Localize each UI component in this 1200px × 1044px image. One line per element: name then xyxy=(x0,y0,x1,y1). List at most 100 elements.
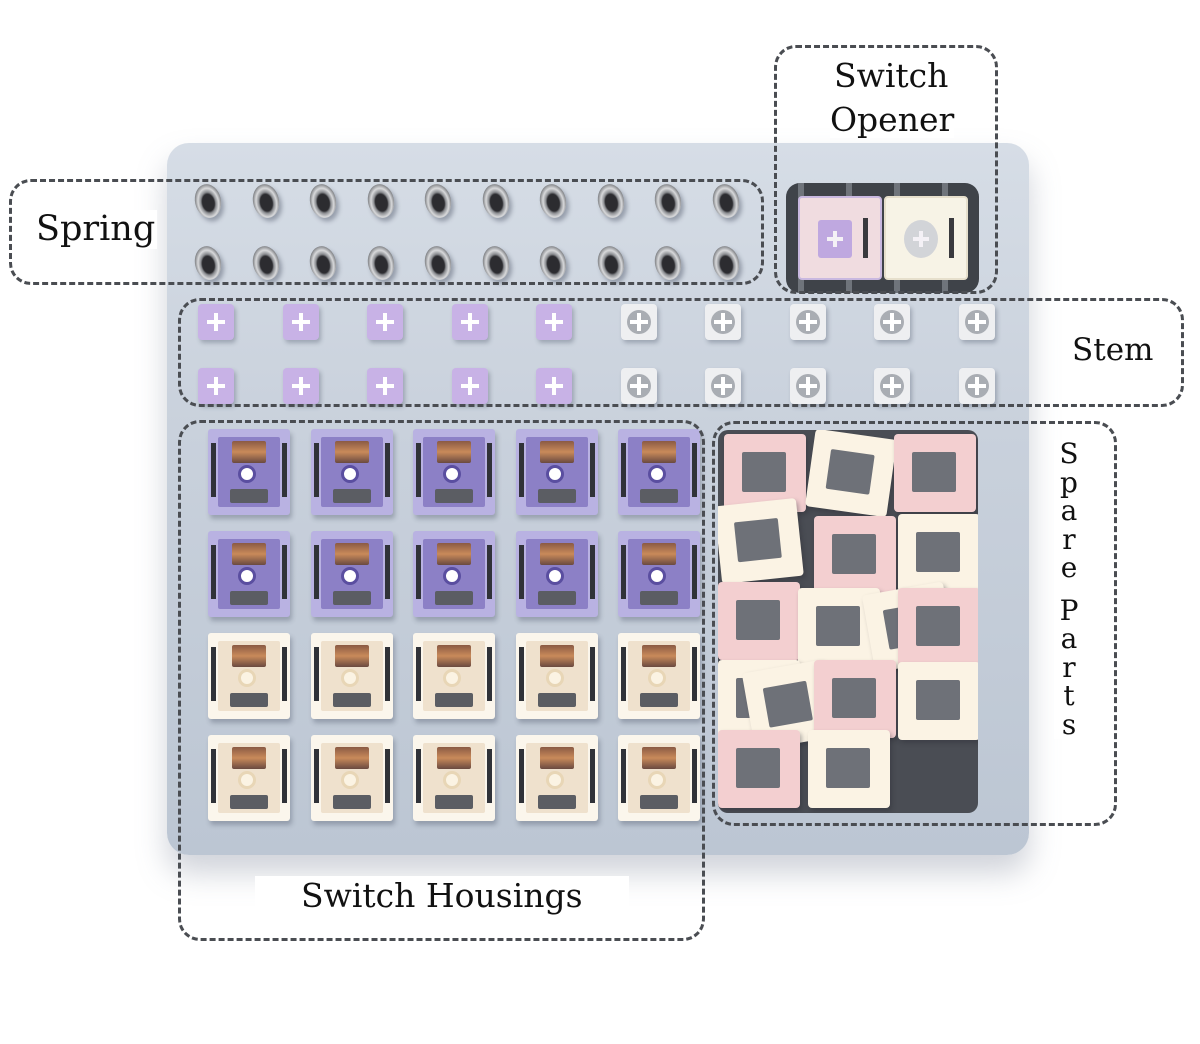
purple-housing xyxy=(413,429,495,515)
housing-window xyxy=(916,680,960,720)
metal-contacts xyxy=(539,441,574,463)
cross-icon xyxy=(883,313,901,331)
switch-housings-box xyxy=(178,420,705,941)
housing-side xyxy=(589,545,595,599)
led-hole xyxy=(545,465,564,483)
housing-side xyxy=(487,443,492,497)
housing-inner xyxy=(525,539,588,609)
housing-side xyxy=(692,545,697,599)
housing-inner xyxy=(423,539,485,609)
housing-side xyxy=(313,545,319,599)
housing-side xyxy=(282,647,287,701)
pink-spare-housing xyxy=(898,588,978,666)
pink-spare-housing xyxy=(718,730,800,808)
housing-side xyxy=(282,443,287,497)
cream-housing xyxy=(310,735,393,821)
cream-spare-housing xyxy=(898,662,978,740)
housing-side xyxy=(384,443,390,497)
cross-icon xyxy=(376,377,394,395)
cross-icon xyxy=(291,377,310,395)
led-hole xyxy=(545,669,564,687)
switch-slit xyxy=(949,218,954,258)
housing-inner xyxy=(320,437,383,507)
spare-parts-letter: s xyxy=(1061,707,1077,741)
cross-icon xyxy=(967,377,986,395)
white-stem xyxy=(958,304,995,340)
metal-contacts xyxy=(642,543,676,565)
housing-window xyxy=(912,452,956,492)
housing-slot xyxy=(435,795,473,809)
metal-contacts xyxy=(334,645,369,667)
housing-side xyxy=(487,545,492,599)
housing-inner xyxy=(423,641,485,711)
led-hole xyxy=(648,669,666,687)
housing-side xyxy=(621,647,626,701)
spring-label: Spring xyxy=(34,209,158,249)
purple-housing xyxy=(413,531,495,617)
led-hole xyxy=(238,465,256,483)
housing-slot xyxy=(435,693,473,707)
housing-side xyxy=(282,749,287,803)
metal-contacts xyxy=(642,441,676,463)
metal-contacts xyxy=(539,645,574,667)
spare-parts-box xyxy=(712,421,1117,826)
housing-inner xyxy=(218,437,280,507)
white-stem xyxy=(705,368,741,404)
white-stem xyxy=(958,368,995,404)
housing-slot xyxy=(435,591,473,605)
housing-slot xyxy=(332,591,371,605)
cream-housing xyxy=(413,633,495,719)
housing-slot xyxy=(230,489,268,503)
housing-side xyxy=(518,443,524,497)
housing-side xyxy=(384,545,390,599)
housing-side xyxy=(211,749,216,803)
housing-window xyxy=(742,452,786,492)
housing-slot xyxy=(640,591,678,605)
housing-side xyxy=(589,647,595,701)
housing-inner xyxy=(525,743,588,813)
cross-icon xyxy=(798,377,817,395)
led-hole xyxy=(340,465,359,483)
led-hole xyxy=(443,567,461,585)
cross-icon xyxy=(545,313,563,331)
cross-icon xyxy=(291,313,310,331)
metal-contacts xyxy=(232,645,266,667)
purple-housing xyxy=(515,531,598,617)
cream-housing xyxy=(208,735,290,821)
cross-icon xyxy=(629,313,648,331)
housing-side xyxy=(211,443,216,497)
purple-stem xyxy=(536,368,572,404)
metal-contacts xyxy=(437,441,471,463)
switch-housings-label: Switch Housings xyxy=(255,876,629,917)
metal-contacts xyxy=(437,543,471,565)
housing-side xyxy=(416,443,421,497)
housing-side xyxy=(282,545,287,599)
metal-contacts xyxy=(232,441,266,463)
housing-side xyxy=(416,647,421,701)
cream-spare-housing xyxy=(898,514,978,592)
white-stem xyxy=(620,368,657,404)
housing-side xyxy=(621,545,626,599)
led-hole xyxy=(340,567,359,585)
housing-side xyxy=(518,545,524,599)
housing-side xyxy=(621,443,626,497)
housing-inner xyxy=(525,437,588,507)
led-hole xyxy=(545,771,564,789)
cross-icon xyxy=(460,313,479,331)
housing-inner xyxy=(218,743,280,813)
white-stem xyxy=(705,304,741,340)
metal-contacts xyxy=(539,543,574,565)
housing-slot xyxy=(230,795,268,809)
purple-stem xyxy=(282,304,319,340)
housing-inner xyxy=(218,641,280,711)
housing-window xyxy=(736,748,780,788)
housing-inner xyxy=(628,539,690,609)
spare-parts-letter: e xyxy=(1060,551,1078,584)
housing-side xyxy=(692,749,697,803)
stem-grid xyxy=(190,300,1020,410)
purple-stem xyxy=(818,220,852,258)
housing-inner xyxy=(628,743,690,813)
housing-window xyxy=(916,532,960,572)
housing-window xyxy=(832,534,876,574)
housing-slot xyxy=(537,795,576,809)
